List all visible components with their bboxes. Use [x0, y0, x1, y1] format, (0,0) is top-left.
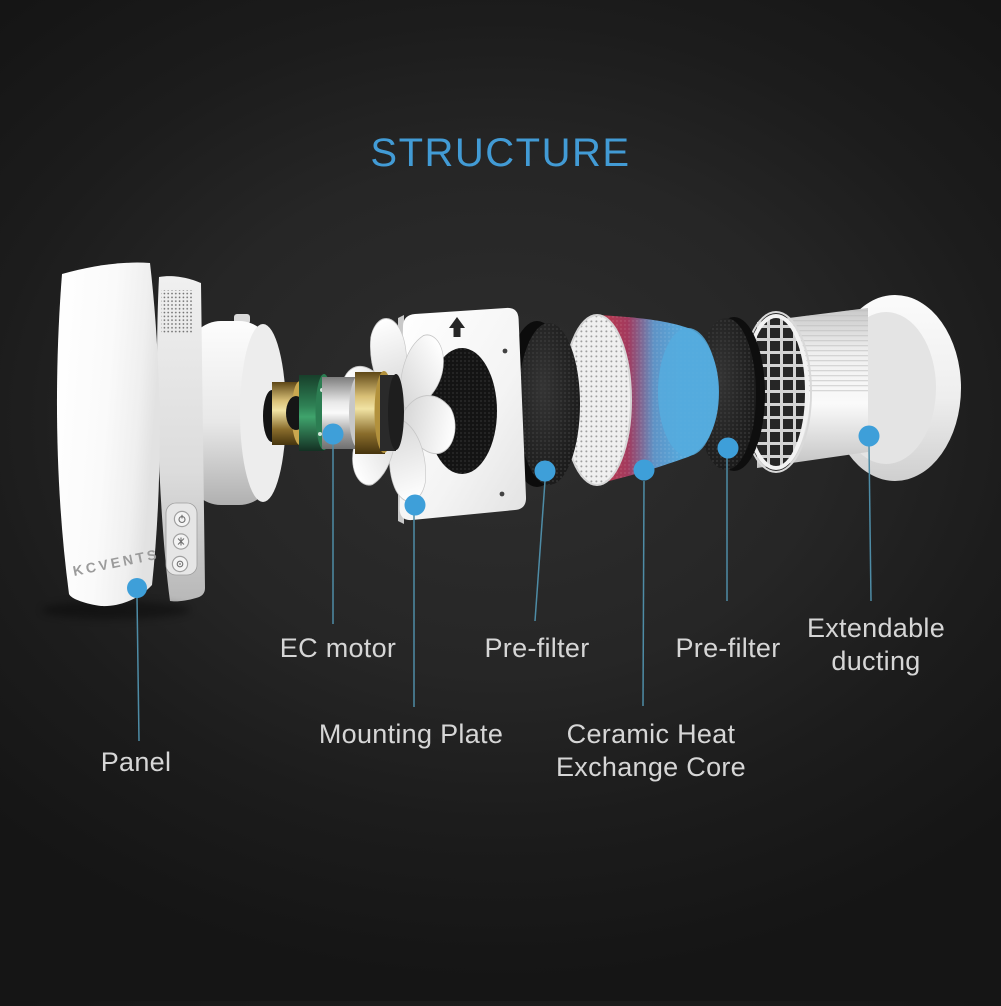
ec-motor-illustration — [263, 371, 404, 454]
label-pre-filter-left: Pre-filter — [484, 633, 590, 663]
mode-icon — [171, 555, 189, 573]
marker-dot-ducting — [858, 425, 880, 447]
leader-line-ducting — [868, 445, 872, 602]
power-icon — [173, 510, 191, 528]
label-ec-motor: EC motor — [279, 633, 397, 663]
ceramic-core-illustration — [562, 314, 719, 486]
fan-icon — [172, 533, 190, 550]
annotations — [136, 444, 872, 742]
marker-dot-ec-motor — [322, 423, 344, 445]
device-body-edge-illustration — [157, 276, 205, 602]
marker-dot-mounting-plate — [404, 494, 426, 516]
leader-line-ceramic-core — [642, 480, 645, 707]
label-ceramic-core: Ceramic Heat Exchange Core — [555, 719, 746, 782]
page-title: STRUCTURE — [370, 131, 631, 175]
marker-dot-panel — [127, 578, 147, 598]
front-panel-illustration: KCVENTS — [42, 262, 190, 619]
extendable-ducting-illustration — [740, 295, 961, 481]
label-pre-filter-right: Pre-filter — [675, 633, 781, 663]
marker-dot-pre-filter-left — [534, 460, 556, 482]
marker-dot-pre-filter-right — [717, 437, 739, 459]
label-mounting-plate: Mounting Plate — [318, 719, 504, 749]
marker-dot-ceramic-core — [633, 459, 655, 481]
label-panel: Panel — [100, 747, 172, 777]
marker-dots — [127, 423, 880, 598]
label-extendable-ducting: Extendable ducting — [806, 613, 946, 676]
leader-line-panel — [136, 596, 140, 742]
leader-line-pre-filter-left — [534, 480, 546, 622]
motor-housing-illustration — [188, 314, 286, 505]
